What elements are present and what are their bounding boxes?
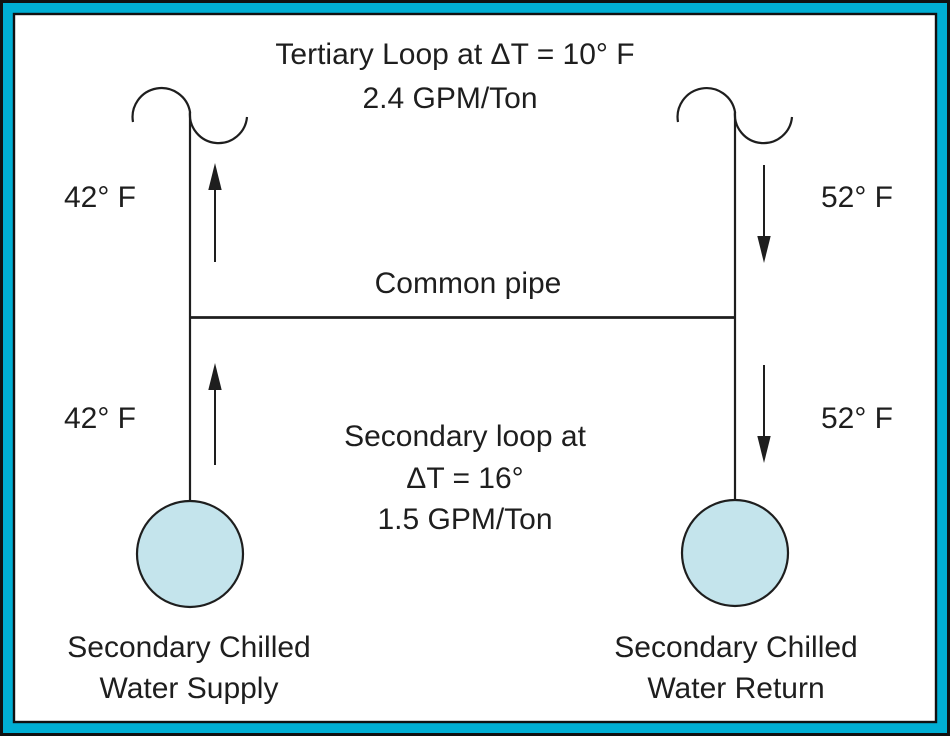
return-node-label-line1: Secondary Chilled (614, 631, 857, 664)
secondary-return-temp-label: 52° F (821, 402, 893, 435)
secondary-loop-label-line2: ΔT = 16° (406, 462, 523, 495)
return-node-label-line2: Water Return (647, 672, 824, 705)
tertiary-supply-temp-label: 42° F (64, 181, 136, 214)
tertiary-loop-flow-rate: 2.4 GPM/Ton (362, 82, 537, 115)
supply-node-label-line2: Water Supply (100, 672, 279, 705)
common-pipe-label: Common pipe (375, 267, 562, 300)
secondary-supply-flow-arrow-icon (208, 363, 222, 465)
frame-inner (12, 12, 938, 724)
secondary-return-flow-arrow-icon (757, 365, 771, 463)
tertiary-return-temp-label: 52° F (821, 181, 893, 214)
supply-node-circle (135, 499, 245, 609)
return-node-circle (680, 498, 790, 608)
tertiary-supply-flow-arrow-icon (208, 163, 222, 262)
secondary-supply-temp-label: 42° F (64, 402, 136, 435)
supply-node-label-line1: Secondary Chilled (67, 631, 310, 664)
tertiary-return-flow-arrow-icon (757, 165, 771, 263)
secondary-loop-label-line1: Secondary loop at (344, 420, 586, 453)
tertiary-loop-title: Tertiary Loop at ΔT = 10° F (275, 38, 634, 71)
secondary-loop-flow-rate: 1.5 GPM/Ton (377, 503, 552, 536)
